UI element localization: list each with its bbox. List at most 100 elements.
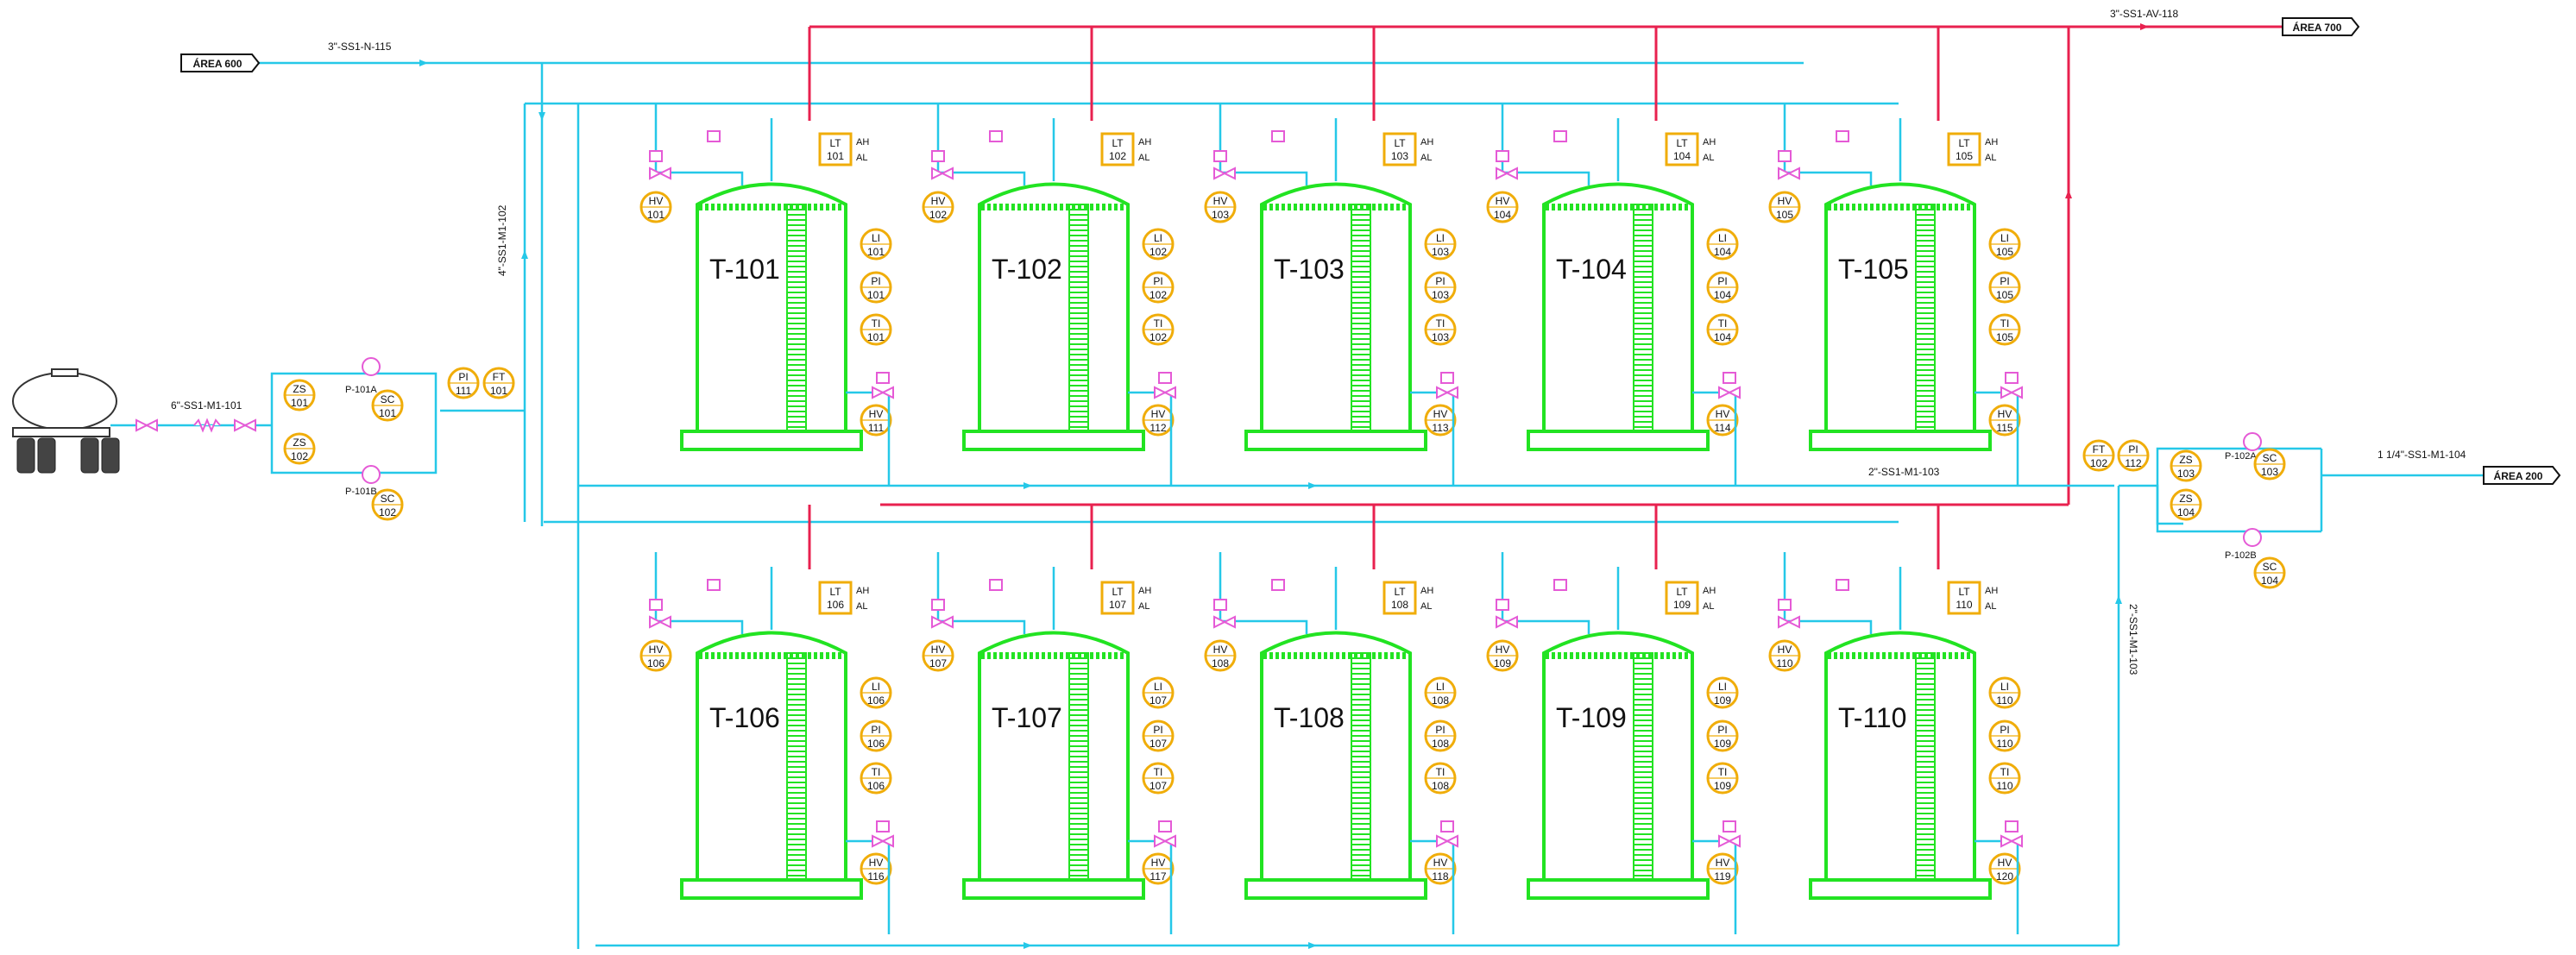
control-valve-actuator[interactable] bbox=[931, 150, 945, 162]
gate-valve[interactable] bbox=[940, 166, 954, 180]
control-valve-actuator[interactable] bbox=[649, 150, 663, 162]
gate-valve[interactable] bbox=[135, 418, 149, 432]
gate-valve[interactable] bbox=[1496, 166, 1509, 180]
control-valve-actuator[interactable] bbox=[876, 372, 890, 384]
control-valve-actuator[interactable] bbox=[1778, 150, 1792, 162]
gate-valve[interactable] bbox=[1445, 386, 1458, 399]
control-valve-actuator[interactable] bbox=[707, 130, 721, 142]
gate-valve[interactable] bbox=[1786, 615, 1800, 629]
control-valve-actuator[interactable] bbox=[931, 599, 945, 611]
gate-valve[interactable] bbox=[880, 834, 894, 848]
gate-valve[interactable] bbox=[1504, 615, 1518, 629]
control-valve-actuator[interactable] bbox=[989, 579, 1003, 591]
control-valve-actuator[interactable] bbox=[1553, 130, 1567, 142]
gate-valve[interactable] bbox=[1727, 386, 1741, 399]
gate-valve[interactable] bbox=[1496, 615, 1509, 629]
gate-valve[interactable] bbox=[1222, 166, 1236, 180]
gate-valve[interactable] bbox=[1778, 166, 1792, 180]
area-600-flag[interactable]: ÁREA 600 bbox=[180, 53, 261, 72]
gate-valve[interactable] bbox=[872, 834, 885, 848]
gate-valve[interactable] bbox=[1154, 834, 1168, 848]
gate-valve[interactable] bbox=[880, 386, 894, 399]
gate-valve[interactable] bbox=[1778, 615, 1792, 629]
gate-valve[interactable] bbox=[1445, 834, 1458, 848]
control-valve-actuator[interactable] bbox=[1158, 820, 1172, 832]
gate-valve[interactable] bbox=[1786, 166, 1800, 180]
pump-p101a[interactable]: P-101A bbox=[345, 357, 381, 395]
gate-valve[interactable] bbox=[1436, 834, 1450, 848]
control-valve-actuator[interactable] bbox=[1723, 820, 1736, 832]
control-valve-actuator[interactable] bbox=[1213, 599, 1227, 611]
pump-p101b[interactable]: P-101B bbox=[345, 465, 381, 497]
gate-valve[interactable] bbox=[234, 418, 248, 432]
pump-p102b[interactable]: P-102B bbox=[2225, 528, 2262, 561]
control-valve-actuator[interactable] bbox=[876, 820, 890, 832]
gate-valve[interactable] bbox=[931, 166, 945, 180]
area-700-flag[interactable]: ÁREA 700 bbox=[2282, 17, 2360, 36]
gate-valve[interactable] bbox=[872, 386, 885, 399]
control-valve-actuator[interactable] bbox=[1836, 130, 1849, 142]
gate-valve[interactable] bbox=[1222, 615, 1236, 629]
control-valve-actuator[interactable] bbox=[1723, 372, 1736, 384]
gate-valve[interactable] bbox=[144, 418, 158, 432]
control-valve-actuator[interactable] bbox=[1440, 820, 1454, 832]
gate-valve[interactable] bbox=[2009, 834, 2023, 848]
control-valve-actuator[interactable] bbox=[1778, 599, 1792, 611]
gate-valve[interactable] bbox=[940, 615, 954, 629]
gate-valve[interactable] bbox=[649, 166, 663, 180]
area-200-flag[interactable]: ÁREA 200 bbox=[2483, 466, 2561, 485]
gate-valve[interactable] bbox=[1162, 386, 1176, 399]
gate-valve[interactable] bbox=[1718, 386, 1732, 399]
gate-valve[interactable] bbox=[2000, 834, 2014, 848]
